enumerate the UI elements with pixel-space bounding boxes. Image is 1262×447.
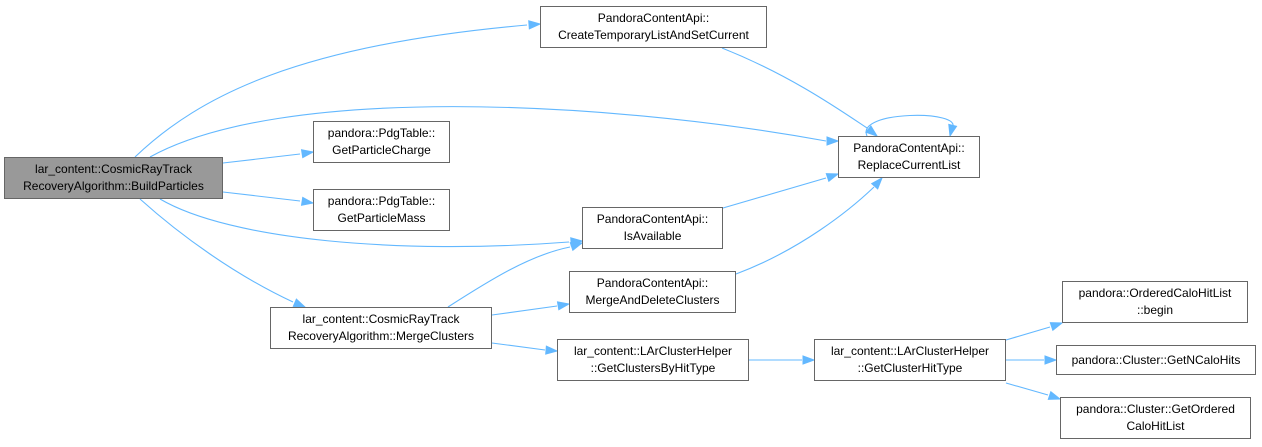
node-get-particle-mass-line2: GetParticleMass [337,211,426,225]
arrowhead-is_available-to-replace_current_list [825,173,840,183]
arrowhead-build_particles-to-merge_clusters [292,298,307,308]
node-get-particle-charge[interactable]: pandora::PdgTable:: GetParticleCharge [313,121,450,163]
edge-merge_clusters-to-is_available [447,246,571,308]
node-merge-clusters-line1: lar_content::CosmicRayTrack [302,312,460,326]
node-is-available-line2: IsAvailable [623,229,682,243]
node-get-particle-mass[interactable]: pandora::PdgTable:: GetParticleMass [313,189,450,231]
node-ordered-calo-hit-list-begin[interactable]: pandora::OrderedCaloHitList ::begin [1062,281,1248,323]
node-merge-and-delete-clusters-line1: PandoraContentApi:: [596,276,709,290]
node-get-clusters-by-hit-type-line2: ::GetClustersByHitType [590,361,716,375]
node-get-clusters-by-hit-type-line1: lar_content::LArClusterHelper [573,344,733,358]
arrowhead-build_particles-to-replace_current_list [826,136,840,146]
edge-build_particles-to-merge_clusters [139,198,294,303]
arrowhead-merge_clusters-to-get_clusters_by_hit_type [545,345,559,355]
node-is-available[interactable]: PandoraContentApi:: IsAvailable [582,207,723,249]
node-create-temporary-list-line1: PandoraContentApi:: [597,11,710,25]
node-get-ordered-calo-hit-list[interactable]: pandora::Cluster::GetOrdered CaloHitList [1060,397,1251,439]
node-get-ordered-calo-hit-list-line1: pandora::Cluster::GetOrdered [1076,402,1235,416]
node-get-particle-mass-line1: pandora::PdgTable:: [327,194,436,208]
edge-create_temporary_list-to-replace_current_list [721,47,868,129]
edge-merge_and_delete_clusters-to-replace_current_list [735,186,875,275]
node-build-particles[interactable]: lar_content::CosmicRayTrack RecoveryAlgo… [4,157,223,199]
edge-is_available-to-replace_current_list [722,177,827,209]
node-get-particle-charge-line1: pandora::PdgTable:: [327,126,436,140]
node-replace-current-list-line2: ReplaceCurrentList [857,158,961,172]
arrowhead-build_particles-to-get_particle_mass [300,196,315,206]
arrowhead-get_cluster_hit_type-to-get_ordered_calo_hit_list [1047,390,1062,400]
arrowhead-get_clusters_by_hit_type-to-get_cluster_hit_type [802,355,816,365]
node-build-particles-line2: RecoveryAlgorithm::BuildParticles [23,179,204,193]
arrowhead-merge_clusters-to-is_available [569,242,584,252]
node-get-cluster-hit-type-line1: lar_content::LArClusterHelper [830,344,990,358]
edge-replace_current_list-to-replace_current_list [865,114,954,137]
node-create-temporary-list[interactable]: PandoraContentApi:: CreateTemporaryListA… [540,6,767,48]
node-ordered-calo-hit-list-begin-line2: ::begin [1136,303,1174,317]
edge-build_particles-to-is_available [159,198,570,248]
node-replace-current-list-line1: PandoraContentApi:: [853,141,965,155]
node-get-ordered-calo-hit-list-line2: CaloHitList [1126,419,1185,433]
edge-get_cluster_hit_type-to-ordered_calo_hit_list_begin [1005,326,1051,341]
node-get-n-calo-hits[interactable]: pandora::Cluster::GetNCaloHits [1056,345,1256,375]
node-is-available-line1: PandoraContentApi:: [596,212,709,226]
arrowhead-merge_clusters-to-merge_and_delete_clusters [556,301,571,311]
node-merge-and-delete-clusters[interactable]: PandoraContentApi:: MergeAndDeleteCluste… [569,271,736,313]
arrowhead-get_cluster_hit_type-to-get_n_calo_hits [1044,355,1058,365]
arrowhead-build_particles-to-create_temporary_list [528,20,542,30]
arrowhead-get_cluster_hit_type-to-ordered_calo_hit_list_begin [1049,322,1064,332]
node-ordered-calo-hit-list-begin-line1: pandora::OrderedCaloHitList [1078,286,1232,300]
node-get-clusters-by-hit-type[interactable]: lar_content::LArClusterHelper ::GetClust… [557,339,749,381]
arrowhead-merge_and_delete_clusters-to-replace_current_list [870,176,883,190]
node-get-cluster-hit-type[interactable]: lar_content::LArClusterHelper ::GetClust… [814,339,1006,381]
node-get-particle-charge-line2: GetParticleCharge [332,143,431,157]
node-replace-current-list[interactable]: PandoraContentApi:: ReplaceCurrentList [838,136,980,178]
edge-build_particles-to-get_particle_mass [222,191,301,202]
node-merge-and-delete-clusters-line2: MergeAndDeleteClusters [585,293,720,307]
arrowhead-create_temporary_list-to-replace_current_list [865,125,879,137]
edge-build_particles-to-create_temporary_list [134,24,528,158]
edge-build_particles-to-replace_current_list [149,106,827,158]
edge-merge_clusters-to-merge_and_delete_clusters [491,305,558,316]
node-merge-clusters[interactable]: lar_content::CosmicRayTrack RecoveryAlgo… [270,307,492,349]
node-create-temporary-list-line2: CreateTemporaryListAndSetCurrent [558,28,749,42]
arrowhead-replace_current_list-to-replace_current_list [948,123,958,138]
arrowhead-build_particles-to-get_particle_charge [300,149,315,159]
edge-build_particles-to-get_particle_charge [222,153,301,164]
node-merge-clusters-line2: RecoveryAlgorithm::MergeClusters [287,329,475,343]
node-build-particles-line1: lar_content::CosmicRayTrack [35,162,192,176]
node-get-n-calo-hits-line1: pandora::Cluster::GetNCaloHits [1071,352,1241,367]
edge-merge_clusters-to-get_clusters_by_hit_type [491,342,546,351]
node-get-cluster-hit-type-line2: ::GetClusterHitType [857,361,963,375]
edge-get_cluster_hit_type-to-get_ordered_calo_hit_list [1005,382,1049,396]
